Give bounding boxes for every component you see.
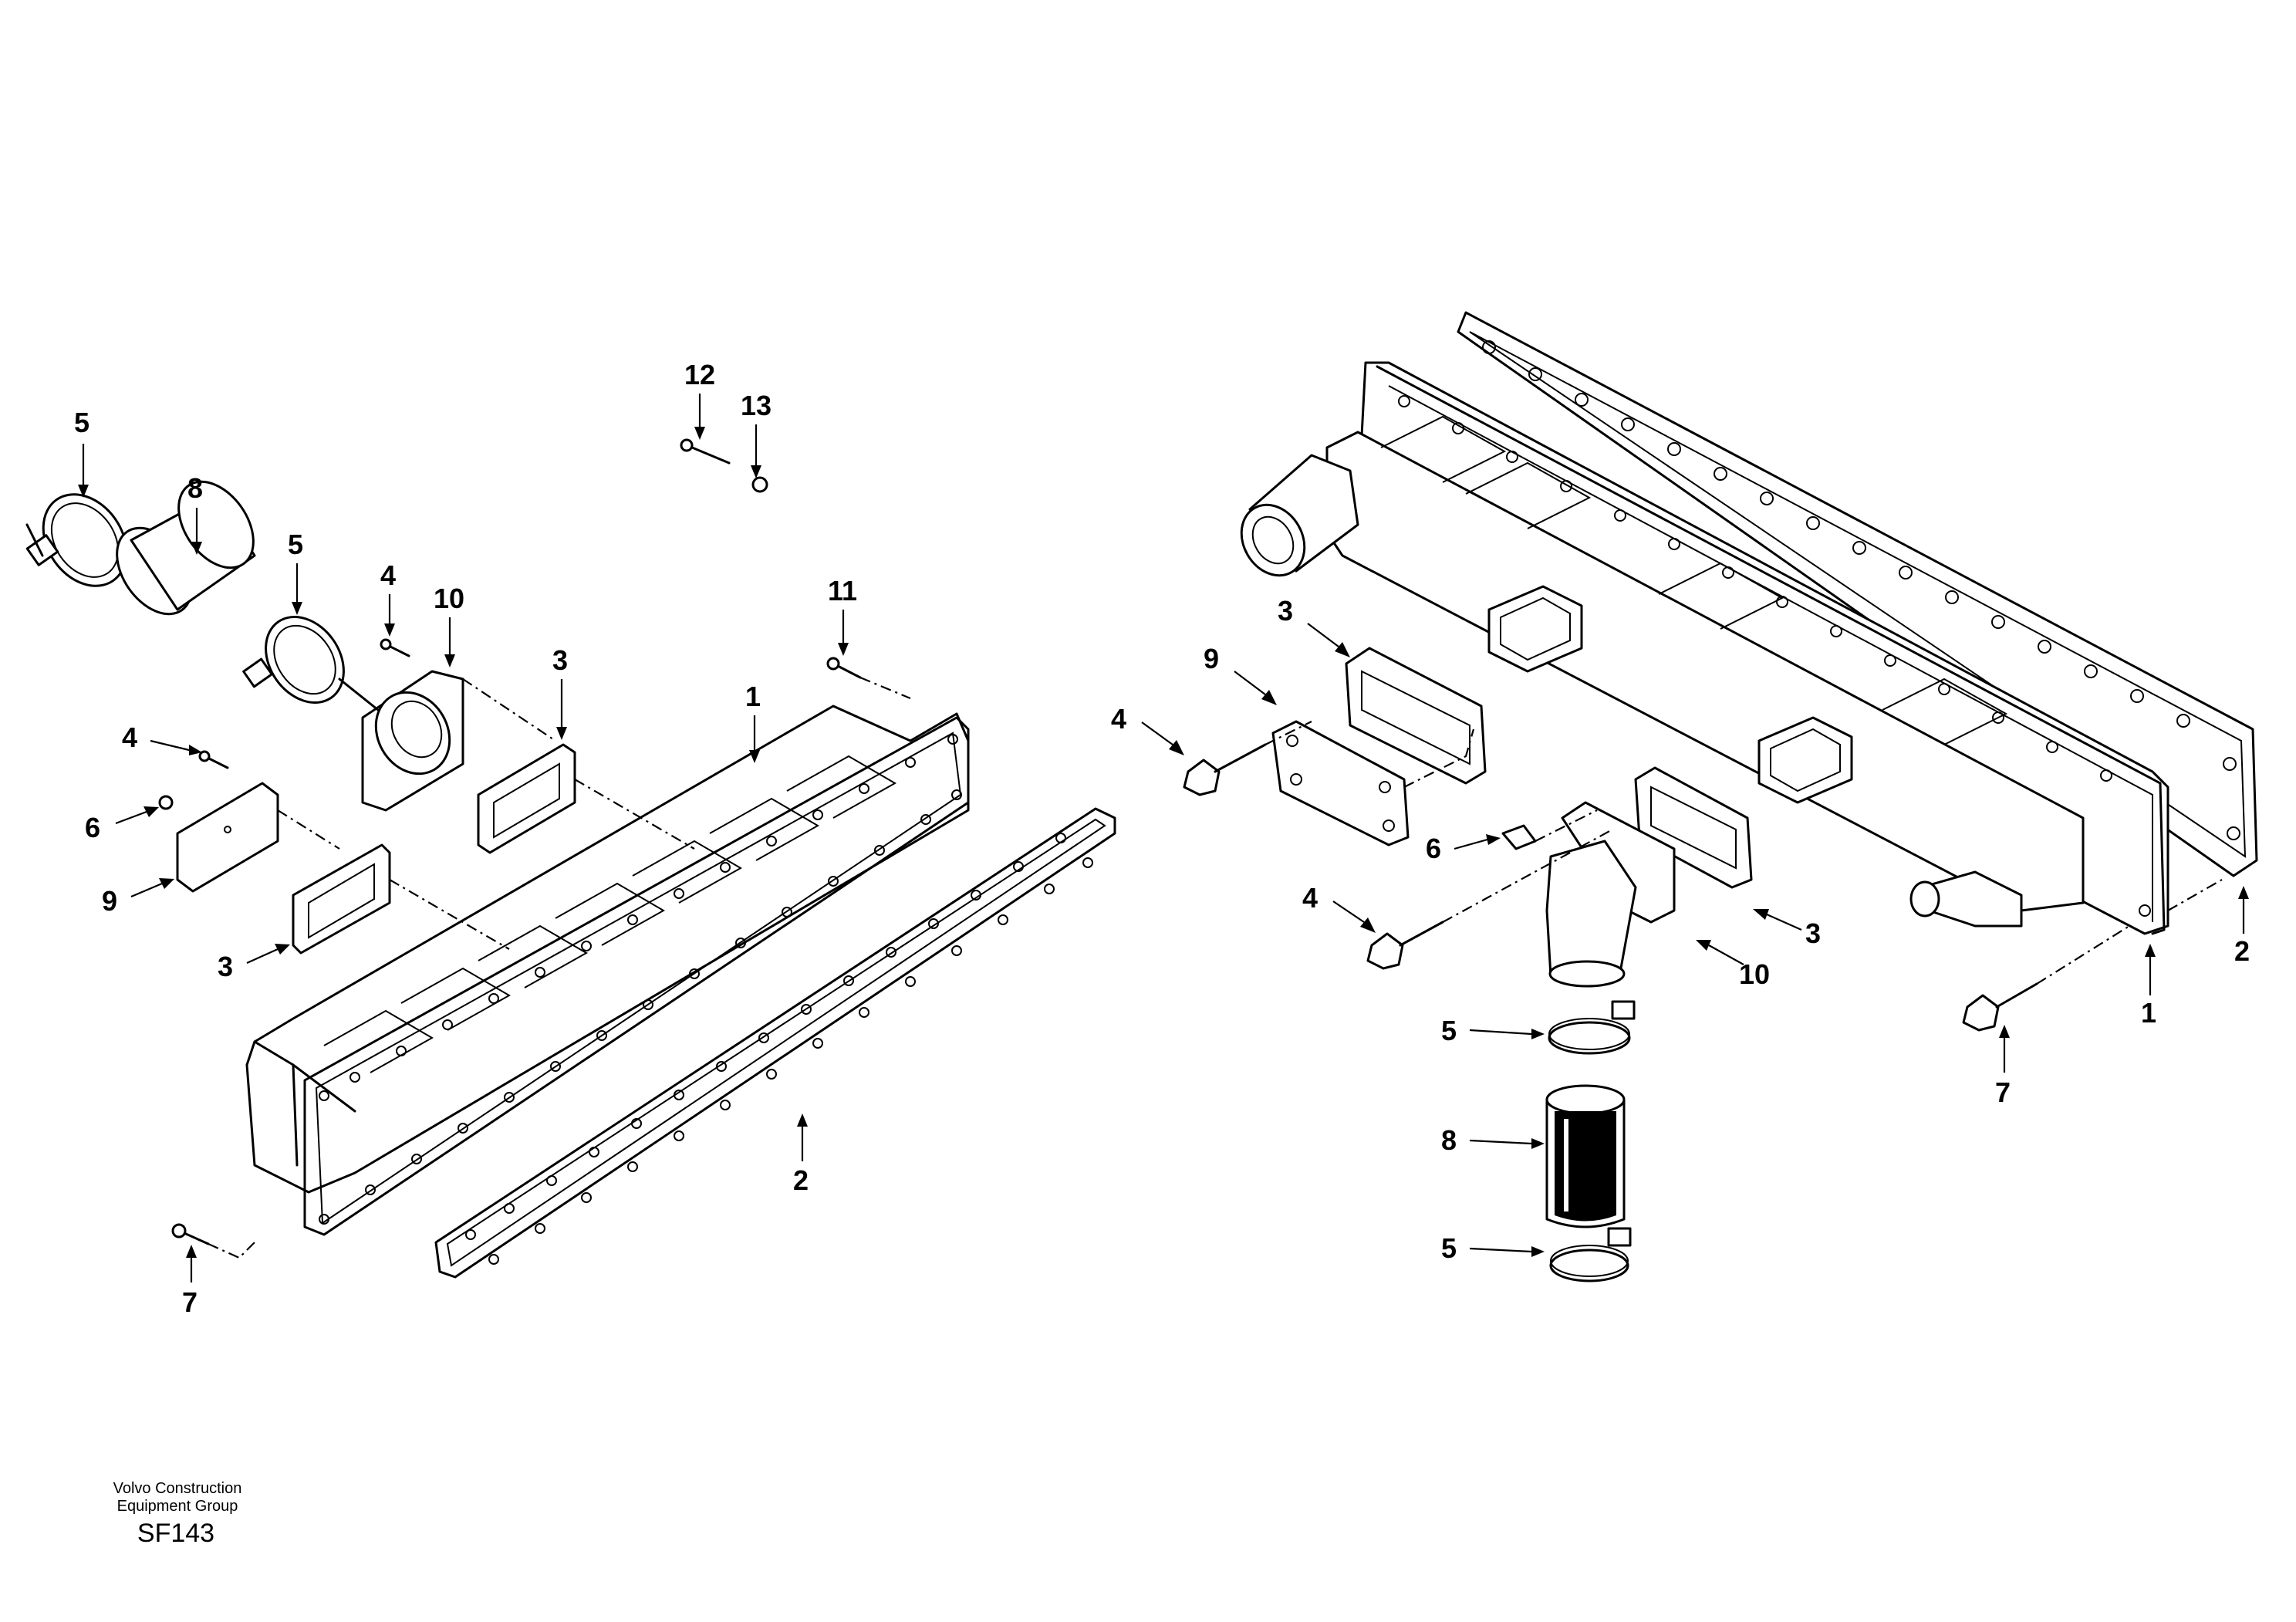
callout-left-5b: 5 [288, 529, 303, 560]
left-hose-8 [116, 480, 256, 616]
callout-right-8: 8 [1441, 1124, 1457, 1156]
left-clamp-5a [25, 493, 128, 587]
callout-labels: 5 8 5 4 10 12 13 11 3 1 4 6 9 3 7 2 3 9 … [74, 359, 2250, 1318]
left-washer-13 [751, 476, 768, 493]
footer-drawing-code: SF143 [137, 1519, 214, 1548]
callout-left-3b: 3 [218, 951, 233, 982]
left-bolt-12 [680, 438, 731, 465]
callout-left-11: 11 [828, 575, 857, 607]
right-cover-9 [1271, 720, 1410, 846]
callout-left-1: 1 [745, 681, 761, 712]
callout-right-9: 9 [1204, 643, 1219, 674]
right-hose-8 [1545, 1084, 1626, 1228]
left-bolt-4a [380, 638, 410, 657]
right-plug-6 [1501, 824, 1537, 850]
left-bolt-11 [826, 657, 862, 679]
right-clamp-5a [1548, 1000, 1636, 1055]
footer-company-line2: Equipment Group [117, 1498, 238, 1515]
callout-leaders [78, 394, 2249, 1282]
callout-left-6: 6 [85, 812, 100, 843]
callout-left-9: 9 [102, 885, 117, 917]
right-bolt-4a [1183, 743, 1267, 796]
callout-left-10: 10 [434, 583, 464, 614]
left-gasket-3b [292, 843, 391, 955]
footer-company-line1: Volvo Construction [113, 1480, 242, 1497]
right-clamp-5b [1549, 1227, 1632, 1282]
callout-right-5a: 5 [1441, 1015, 1457, 1046]
left-clamp-5b [242, 615, 345, 705]
callout-right-3b: 3 [1805, 917, 1821, 949]
right-bolt-7 [1962, 982, 2038, 1032]
left-bolt-4b [198, 750, 229, 769]
callout-right-4b: 4 [1302, 882, 1318, 914]
callout-left-4a: 4 [380, 559, 396, 591]
callout-left-2: 2 [793, 1164, 809, 1196]
callout-left-4b: 4 [122, 721, 137, 753]
right-elbow-10 [1545, 801, 1676, 988]
right-gasket-3a [1345, 647, 1487, 785]
left-plug-6 [158, 795, 174, 810]
right-bolt-4b [1366, 921, 1444, 970]
callout-right-3a: 3 [1278, 595, 1293, 627]
right-housing-item-1 [1240, 361, 2169, 935]
callout-right-5b: 5 [1441, 1232, 1457, 1264]
callout-left-5a: 5 [74, 407, 89, 438]
left-cover-9 [176, 782, 279, 893]
callout-right-4a: 4 [1111, 703, 1126, 735]
callout-left-3a: 3 [552, 644, 568, 676]
callout-right-6: 6 [1426, 833, 1441, 864]
callout-left-8: 8 [187, 472, 203, 504]
left-elbow-10 [338, 670, 464, 812]
callout-right-10: 10 [1739, 958, 1770, 990]
callout-left-13: 13 [741, 390, 772, 421]
right-assembly [1183, 311, 2258, 1282]
callout-right-7: 7 [1995, 1076, 2011, 1108]
left-gasket-item-2 [434, 807, 1116, 1279]
callout-right-2: 2 [2234, 935, 2250, 967]
callout-left-12: 12 [684, 359, 715, 390]
left-housing-item-1 [245, 705, 970, 1236]
left-assembly [25, 438, 1116, 1279]
left-bolt-7 [171, 1223, 210, 1245]
left-gasket-3a [477, 743, 576, 854]
callout-right-1: 1 [2141, 997, 2156, 1029]
footer: Volvo Construction Equipment Group SF143 [113, 1480, 242, 1548]
callout-left-7: 7 [182, 1286, 198, 1318]
